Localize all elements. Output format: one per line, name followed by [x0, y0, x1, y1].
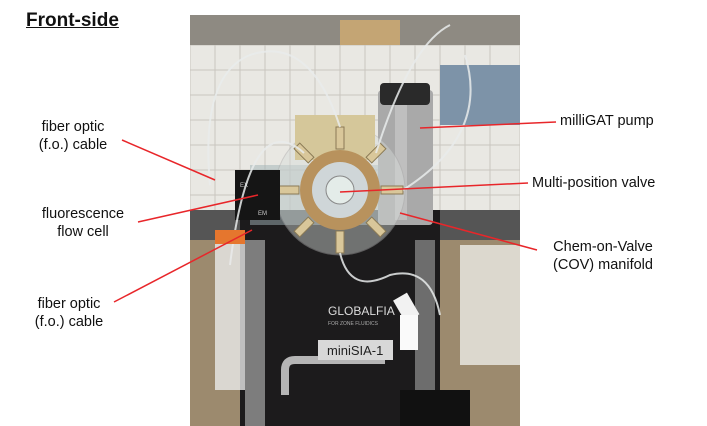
pointer-fo-cable-top [121, 139, 216, 181]
label-line: (f.o.) cable [34, 314, 104, 330]
brand-subtext: FOR ZONE FLUIDICS [328, 321, 379, 327]
label-line: (COV) manifold [553, 257, 653, 273]
ex-port-label: EX [240, 183, 248, 189]
label-line: fiber optic [37, 296, 101, 312]
label-pump: milliGAT pump [560, 113, 654, 129]
instrument-photo: GLOBALFIA FOR ZONE FLUIDICS miniSIA-1 EX… [190, 15, 520, 426]
label-line: flow cell [57, 224, 109, 240]
pointer-flow-cell [137, 194, 259, 223]
label-line: fluorescence [41, 206, 125, 222]
pointer-pump [419, 121, 557, 129]
page-title: Front-side [26, 10, 119, 31]
brand-text: GLOBALFIA [328, 304, 395, 318]
label-line: (f.o.) cable [38, 137, 108, 153]
label-valve: Multi-position valve [532, 175, 656, 191]
label-line: fiber optic [41, 119, 105, 135]
label-fo-cable-top: fiber optic (f.o.) cable [24, 118, 122, 154]
label-line: Chem-on-Valve [553, 239, 653, 255]
model-label: miniSIA-1 [327, 343, 383, 358]
pointer-fo-cable-bottom [113, 229, 253, 303]
em-port-label: EM [258, 211, 267, 217]
label-fo-cable-bottom: fiber optic (f.o.) cable [20, 295, 118, 331]
pointer-cov [399, 212, 538, 251]
label-cov: Chem-on-Valve (COV) manifold [538, 238, 668, 274]
label-flow-cell: fluorescence flow cell [30, 205, 136, 241]
pointer-valve [339, 182, 529, 193]
